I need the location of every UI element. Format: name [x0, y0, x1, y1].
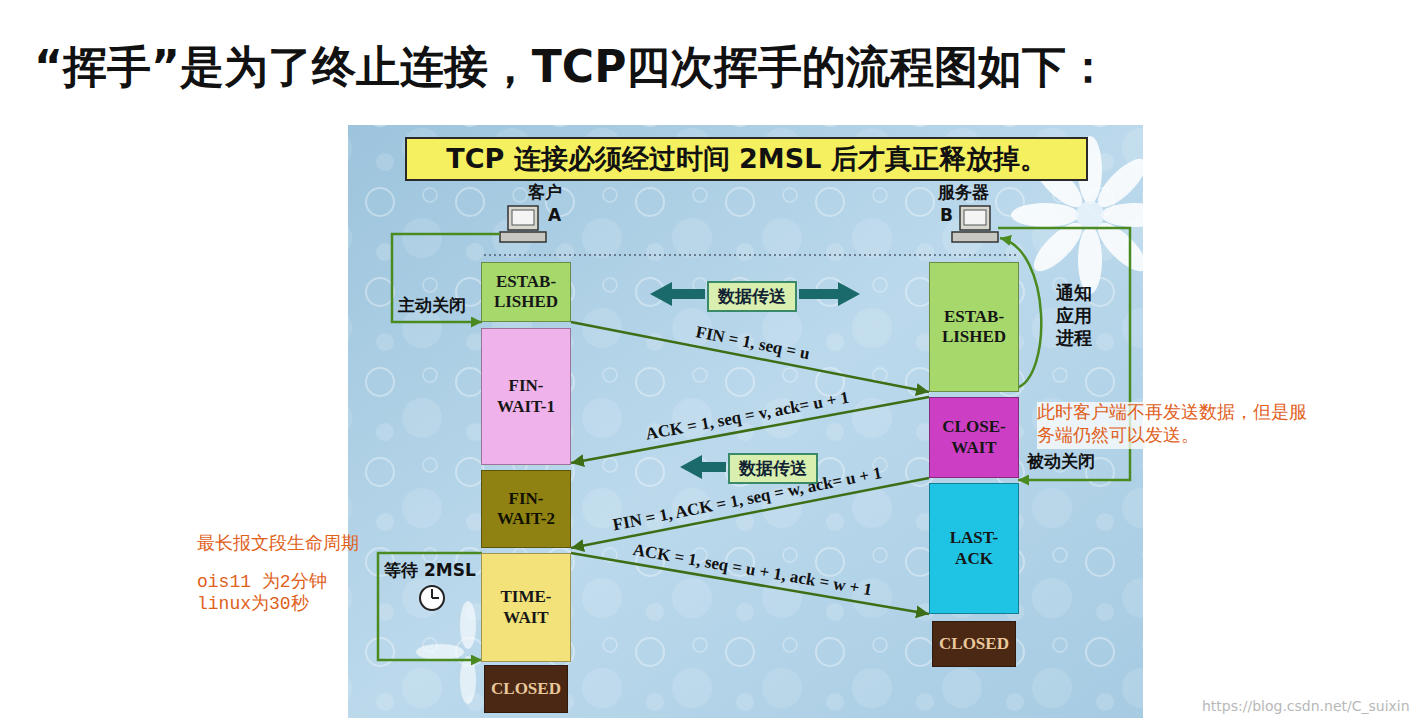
annotation: linux为30秒 — [197, 591, 309, 615]
data-transfer-box: 数据传送 — [707, 281, 797, 312]
bubble-texture — [348, 125, 1143, 718]
state-box: ESTAB- LISHED — [929, 262, 1019, 392]
node-text: TCP 连接必须经过时间 2MSL 后才真正释放掉。 — [446, 141, 1047, 177]
node-text: FIN- WAIT-2 — [482, 489, 570, 530]
node-text: CLOSE- WAIT — [930, 417, 1018, 458]
computer-icon — [952, 206, 998, 242]
host-letter: B — [940, 205, 953, 225]
node-text: 数据传送 — [739, 457, 807, 480]
state-box: CLOSE- WAIT — [929, 397, 1019, 478]
annotation: ois11 为2分钟 — [197, 569, 327, 593]
node-text: ESTAB- LISHED — [482, 272, 570, 313]
host-letter: A — [548, 205, 561, 225]
state-box: FIN- WAIT-2 — [481, 470, 571, 548]
node-text: ESTAB- LISHED — [930, 307, 1018, 348]
state-box: TIME- WAIT — [481, 553, 571, 662]
annotation: 最长报文段生命周期 — [197, 531, 359, 555]
server-label: 服务器 — [938, 181, 989, 204]
state-box: CLOSED — [932, 621, 1016, 667]
node-text: LAST- ACK — [930, 528, 1018, 569]
state-box: CLOSED — [484, 665, 568, 713]
node-text: CLOSED — [491, 679, 561, 699]
node-text: TIME- WAIT — [482, 587, 570, 628]
page-title: “挥手”是为了终止连接，TCP四次挥手的流程图如下： — [34, 38, 1110, 97]
data-arrow — [650, 282, 860, 479]
action-label: 主动关闭 — [398, 294, 466, 317]
title-banner: TCP 连接必须经过时间 2MSL 后才真正释放掉。 — [405, 137, 1088, 181]
annotation: 此时客户端不再发送数据，但是服务端仍然可以发送。 — [1037, 402, 1307, 449]
node-text: FIN- WAIT-1 — [482, 376, 570, 417]
client-label: 客户 — [528, 181, 562, 204]
state-box: ESTAB- LISHED — [481, 262, 571, 322]
node-text: 数据传送 — [718, 285, 786, 308]
panel-background — [348, 125, 1143, 718]
state-box: LAST- ACK — [929, 483, 1019, 614]
clock-icon — [420, 586, 444, 610]
message-arrow — [571, 322, 929, 392]
watermark: https://blog.csdn.net/C_suixin — [1202, 698, 1410, 714]
action-label: 被动关闭 — [1027, 450, 1095, 473]
state-box: FIN- WAIT-1 — [481, 328, 571, 465]
node-text: CLOSED — [939, 634, 1009, 654]
action-label: 通知应用进程 — [1056, 282, 1092, 350]
dotted-line — [484, 254, 1016, 256]
computer-icon — [500, 206, 546, 242]
timer-label: 等待 2MSL — [384, 559, 476, 582]
flower — [416, 601, 476, 704]
